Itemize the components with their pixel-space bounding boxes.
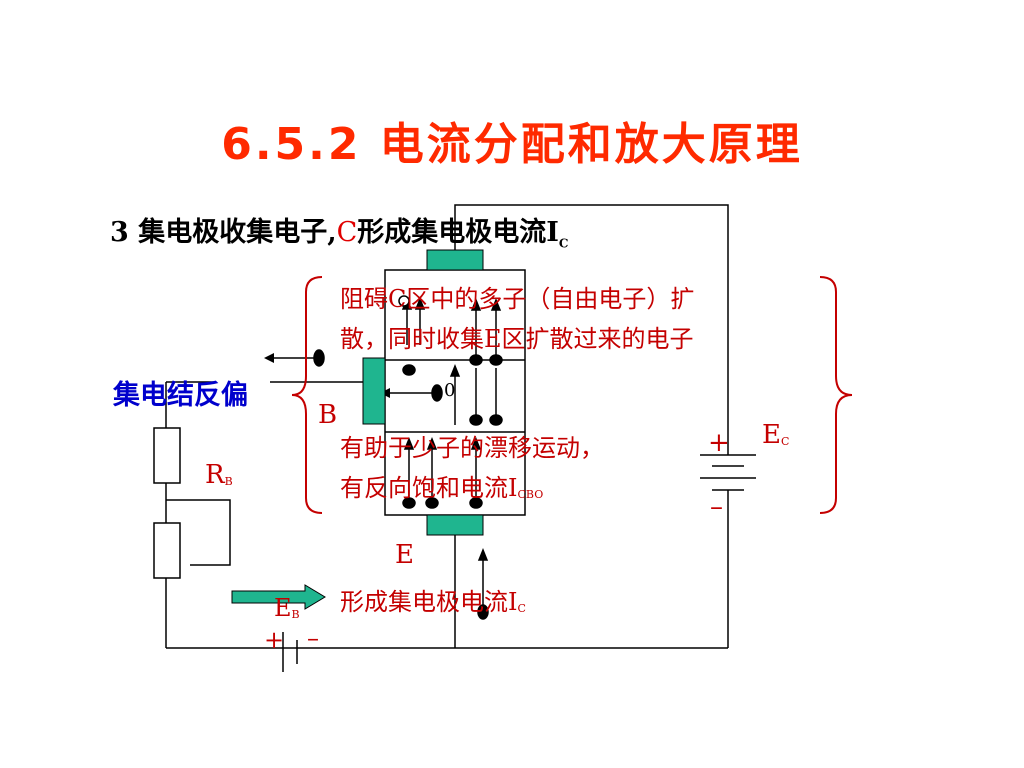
base-current-arrowhead <box>264 353 274 363</box>
reverse-bias-label: 集电结反偏 <box>113 380 248 411</box>
resistor-rb <box>153 427 181 484</box>
heading-text: 集电极收集电子, <box>138 217 337 248</box>
drift-arrowhead-2 <box>414 296 426 310</box>
slide-title: 6.5.2 电流分配和放大原理 <box>221 119 803 170</box>
emitter-terminal <box>426 514 484 536</box>
note-top-line2: 散，同时收集E区扩散过来的电子 <box>340 325 694 353</box>
ie-arrowhead <box>477 547 489 561</box>
label-e: E <box>395 540 414 570</box>
label-ec: EC <box>762 420 790 450</box>
label-eb: EB <box>274 594 300 622</box>
label-b: B <box>318 400 338 430</box>
right-brace <box>819 276 853 514</box>
electron-dot <box>402 497 416 509</box>
electron-dot <box>469 497 483 509</box>
electron-dot <box>313 349 325 367</box>
note-top-line1: 阻碍C区中的多子（自由电子）扩 <box>340 285 695 313</box>
zero-current-label: 0 <box>444 380 456 401</box>
eb-minus-sign: – <box>307 624 319 652</box>
electron-dot <box>469 354 483 366</box>
electron-dot <box>402 364 416 376</box>
left-brace <box>291 276 323 514</box>
emitter-arrowhead-3 <box>470 436 482 450</box>
note-bottom: 有助于少子的漂移运动， 有反向饱和电流ICBO <box>340 428 604 515</box>
collector-terminal <box>426 249 484 271</box>
electron-dot <box>431 384 443 402</box>
heading-number: 3 <box>110 217 129 248</box>
resistor-potentiometer <box>153 522 181 579</box>
electron-arrowhead-3 <box>449 363 461 377</box>
electron-dot <box>477 604 489 620</box>
heading-text2: 形成集电极电流I <box>357 217 559 248</box>
electron-dot <box>489 354 503 366</box>
electron-dot <box>425 497 439 509</box>
emitter-arrowhead-2 <box>426 436 438 450</box>
electron-dot <box>489 414 503 426</box>
bottom-caption: 形成集电极电流IC <box>340 588 526 616</box>
section-heading: 3 集电极收集电子,C形成集电极电流IC <box>110 210 568 250</box>
heading-sub: C <box>558 236 569 251</box>
ec-plus-sign: + <box>708 428 730 458</box>
label-rb: RB <box>205 460 233 490</box>
hole-dot <box>398 295 410 307</box>
electron-dot <box>469 414 483 426</box>
ec-minus-sign: – <box>710 492 723 522</box>
note-bottom-line1: 有助于少子的漂移运动， <box>340 434 604 462</box>
note-top: 阻碍C区中的多子（自由电子）扩 散，同时收集E区扩散过来的电子 <box>340 279 694 359</box>
eb-green-arrow <box>231 584 326 610</box>
heading-c: C <box>336 217 358 248</box>
note-bottom-line2: 有反向饱和电流ICBO <box>340 474 544 502</box>
eb-plus-sign: + <box>264 626 285 654</box>
emitter-arrowhead-1 <box>403 436 415 450</box>
base-region <box>362 357 386 425</box>
collector-wire <box>454 204 729 455</box>
potentiometer-wiper-wire <box>166 499 231 566</box>
